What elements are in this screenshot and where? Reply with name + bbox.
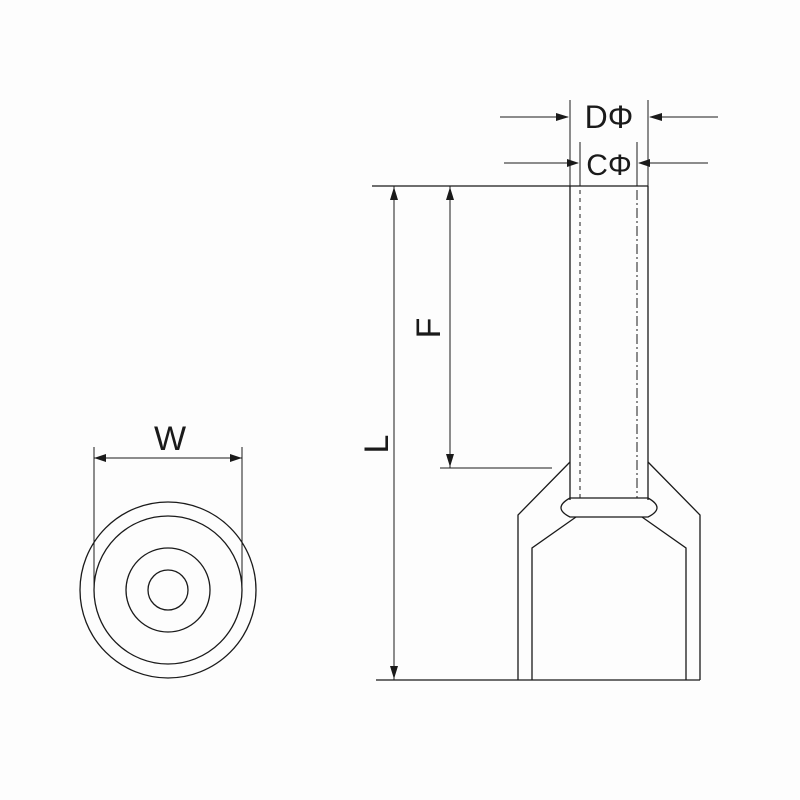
width-label: W — [154, 420, 186, 458]
inner-diameter-label: CΦ — [586, 149, 632, 182]
d-arrow-right — [649, 113, 662, 121]
w-arrow-left — [94, 454, 106, 462]
c-arrow-right — [638, 159, 650, 167]
tube-length-label: F — [410, 318, 448, 339]
side-view: L F DΦ CΦ — [358, 99, 718, 681]
transition-ring — [560, 497, 658, 518]
l-arrow-top — [390, 187, 398, 200]
total-length-label: L — [358, 435, 396, 454]
collar-outer-outline — [517, 461, 701, 680]
end-view-collar-circle — [93, 515, 243, 665]
end-view: W — [79, 420, 257, 679]
c-arrow-left — [567, 159, 579, 167]
end-view-outer-circle — [79, 501, 257, 679]
d-arrow-left — [556, 113, 569, 121]
outer-diameter-label: DΦ — [585, 99, 634, 135]
end-view-tube-inner-circle — [147, 569, 189, 611]
f-arrow-top — [446, 187, 454, 200]
f-arrow-bottom — [446, 454, 454, 467]
l-arrow-bottom — [390, 666, 398, 679]
end-view-tube-outer-circle — [125, 547, 211, 633]
w-arrow-right — [230, 454, 242, 462]
collar-inner-outline — [531, 516, 687, 680]
